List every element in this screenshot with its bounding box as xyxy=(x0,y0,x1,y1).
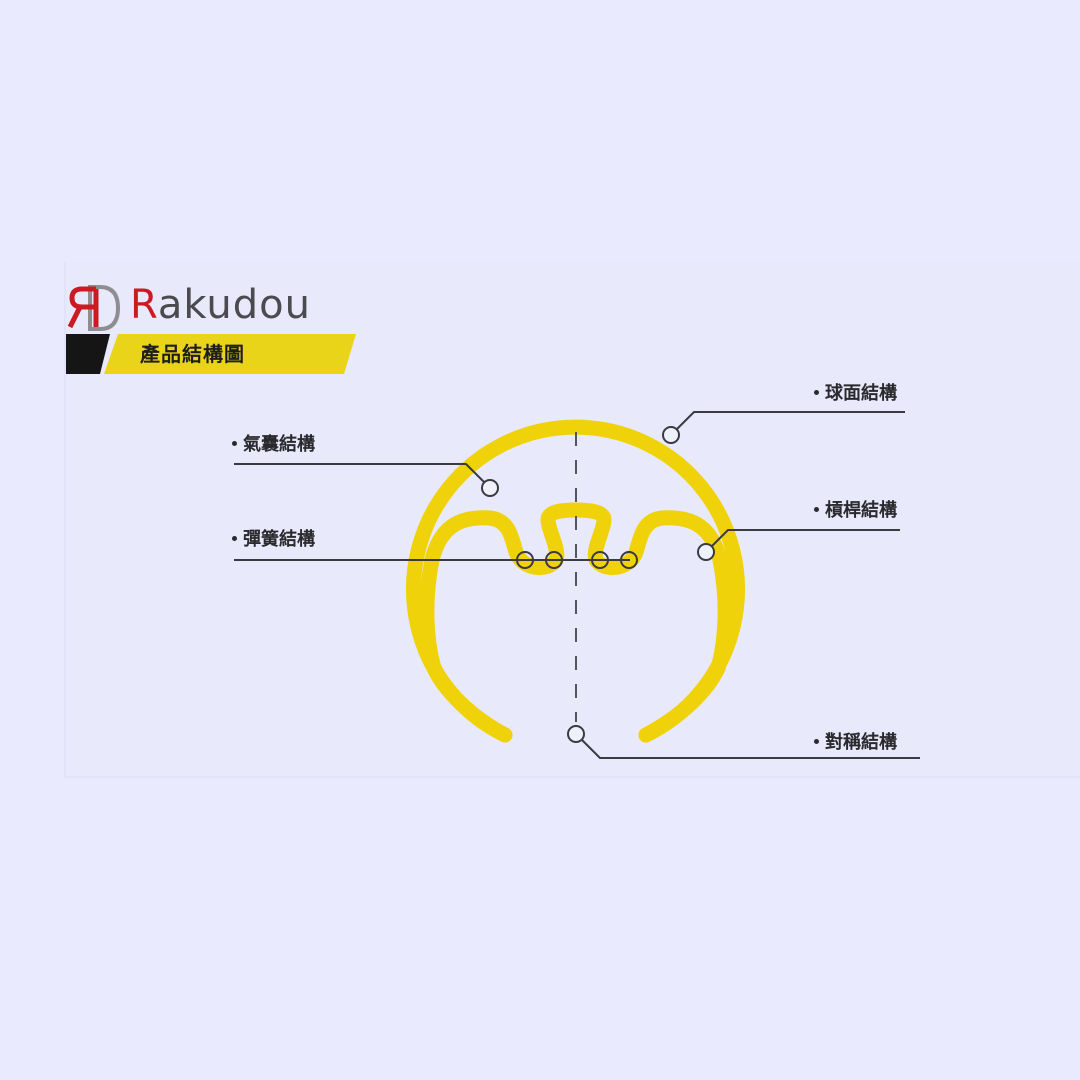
airbag-marker xyxy=(481,479,499,497)
title-banner xyxy=(66,334,356,374)
spherical-marker xyxy=(662,426,680,444)
symmetric-leader-line xyxy=(581,739,920,759)
bullet-icon xyxy=(232,535,237,541)
callout-lever: 槓桿結構 xyxy=(814,500,897,522)
brand-rest: akudou xyxy=(157,282,311,328)
airbag-leader-line xyxy=(234,463,485,483)
brand-name: Rakudou xyxy=(130,282,311,328)
symmetric-marker xyxy=(567,725,585,743)
rd-monogram-icon xyxy=(67,285,121,331)
lever-marker xyxy=(697,543,715,561)
rakudou-logo-mark xyxy=(66,284,124,331)
bullet-icon xyxy=(814,389,819,395)
banner-title: 產品結構圖 xyxy=(140,342,245,366)
callout-spring: 彈簧結構 xyxy=(232,529,315,551)
spring-marker-3 xyxy=(591,551,609,569)
callout-airbag: 氣囊結構 xyxy=(232,434,315,456)
spring-marker-2 xyxy=(545,551,563,569)
spherical-leader-line xyxy=(675,411,905,431)
bullet-icon xyxy=(814,738,819,744)
spring-marker-4 xyxy=(620,551,638,569)
brand-initial: R xyxy=(130,282,158,328)
bullet-icon xyxy=(814,506,819,512)
callout-symmetric: 對稱結構 xyxy=(814,732,897,754)
bullet-icon xyxy=(232,440,237,446)
inner-right-loop xyxy=(568,502,733,676)
lever-leader-line xyxy=(711,529,900,547)
callout-spherical: 球面結構 xyxy=(814,383,897,405)
inner-left-loop xyxy=(419,502,584,676)
spring-marker-1 xyxy=(516,551,534,569)
